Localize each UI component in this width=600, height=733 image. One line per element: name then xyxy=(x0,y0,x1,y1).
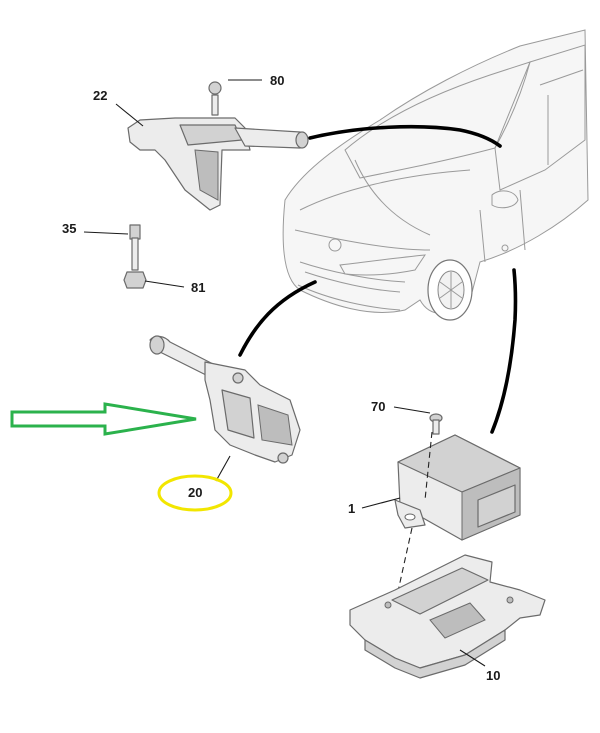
label-part-80: 80 xyxy=(270,73,284,88)
highlight-circle xyxy=(157,474,233,512)
part-81-nut xyxy=(123,271,147,289)
label-part-1: 1 xyxy=(348,501,355,516)
label-part-81: 81 xyxy=(191,280,205,295)
part-10-bracket xyxy=(349,554,546,679)
label-part-22: 22 xyxy=(93,88,107,103)
connector-lines xyxy=(238,124,518,434)
link-line-20 xyxy=(238,280,317,357)
link-line-22 xyxy=(308,124,502,148)
leader-lines xyxy=(83,79,486,667)
part-70-screw xyxy=(429,413,443,435)
car-illustration xyxy=(282,29,589,321)
part-35-bolt xyxy=(129,224,141,271)
nut-80-shape xyxy=(208,81,222,95)
link-line-1 xyxy=(490,268,518,434)
part-22-sensor xyxy=(127,81,309,211)
pointer-arrow xyxy=(10,402,197,436)
part-1-module xyxy=(394,434,521,541)
label-part-10: 10 xyxy=(486,668,500,683)
label-part-20: 20 xyxy=(188,485,202,500)
label-part-35: 35 xyxy=(62,221,76,236)
part-20-sensor xyxy=(149,335,301,464)
label-part-70: 70 xyxy=(371,399,385,414)
